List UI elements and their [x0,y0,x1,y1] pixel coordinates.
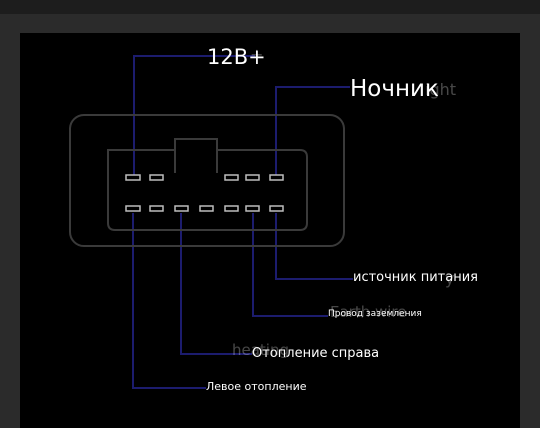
wire-12v [133,55,255,175]
pin-top-3 [224,174,239,181]
pin-bottom-5 [224,205,239,212]
pin-bottom-3 [174,205,189,212]
ghost-text: + [250,45,264,64]
label-power-source: источник питания [353,270,478,285]
label-ground-wire: Провод заземления [328,309,422,319]
wire-ground [252,213,328,317]
pin-bottom-1 [125,205,141,212]
pin-top-4 [245,174,260,181]
connector-outer-shell [69,114,345,247]
label-night-light: Ночник [350,76,439,102]
pin-bottom-2 [149,205,164,212]
wire-power-source [275,213,353,280]
wire-right-heating [180,213,252,355]
pin-bottom-6 [245,205,260,212]
pin-top-2 [149,174,164,181]
ghost-text: heating [232,341,290,359]
pin-bottom-7 [269,205,284,212]
wire-left-heating [132,213,206,389]
top-strip [0,0,540,14]
ghost-text: Earth wire [330,303,407,321]
pin-top-5 [269,174,284,181]
ghost-text: y [445,269,455,288]
pin-top-1 [125,174,141,181]
wires [132,55,353,389]
connector-pins [125,174,284,212]
ghost-text: ight [425,80,457,99]
pin-bottom-4 [199,205,214,212]
label-12v-plus: 12В+ [207,45,266,69]
connector-housing [69,114,345,247]
connector-inner-frame [107,138,308,231]
wire-night-light [275,86,350,175]
connector-diagram [69,55,353,389]
label-right-heating: Отопление справа [252,346,380,361]
label-left-heating: Левое отопление [206,380,307,393]
diagram-canvas: + ight y Earth wire heating 12В+ Ночник … [20,33,520,428]
